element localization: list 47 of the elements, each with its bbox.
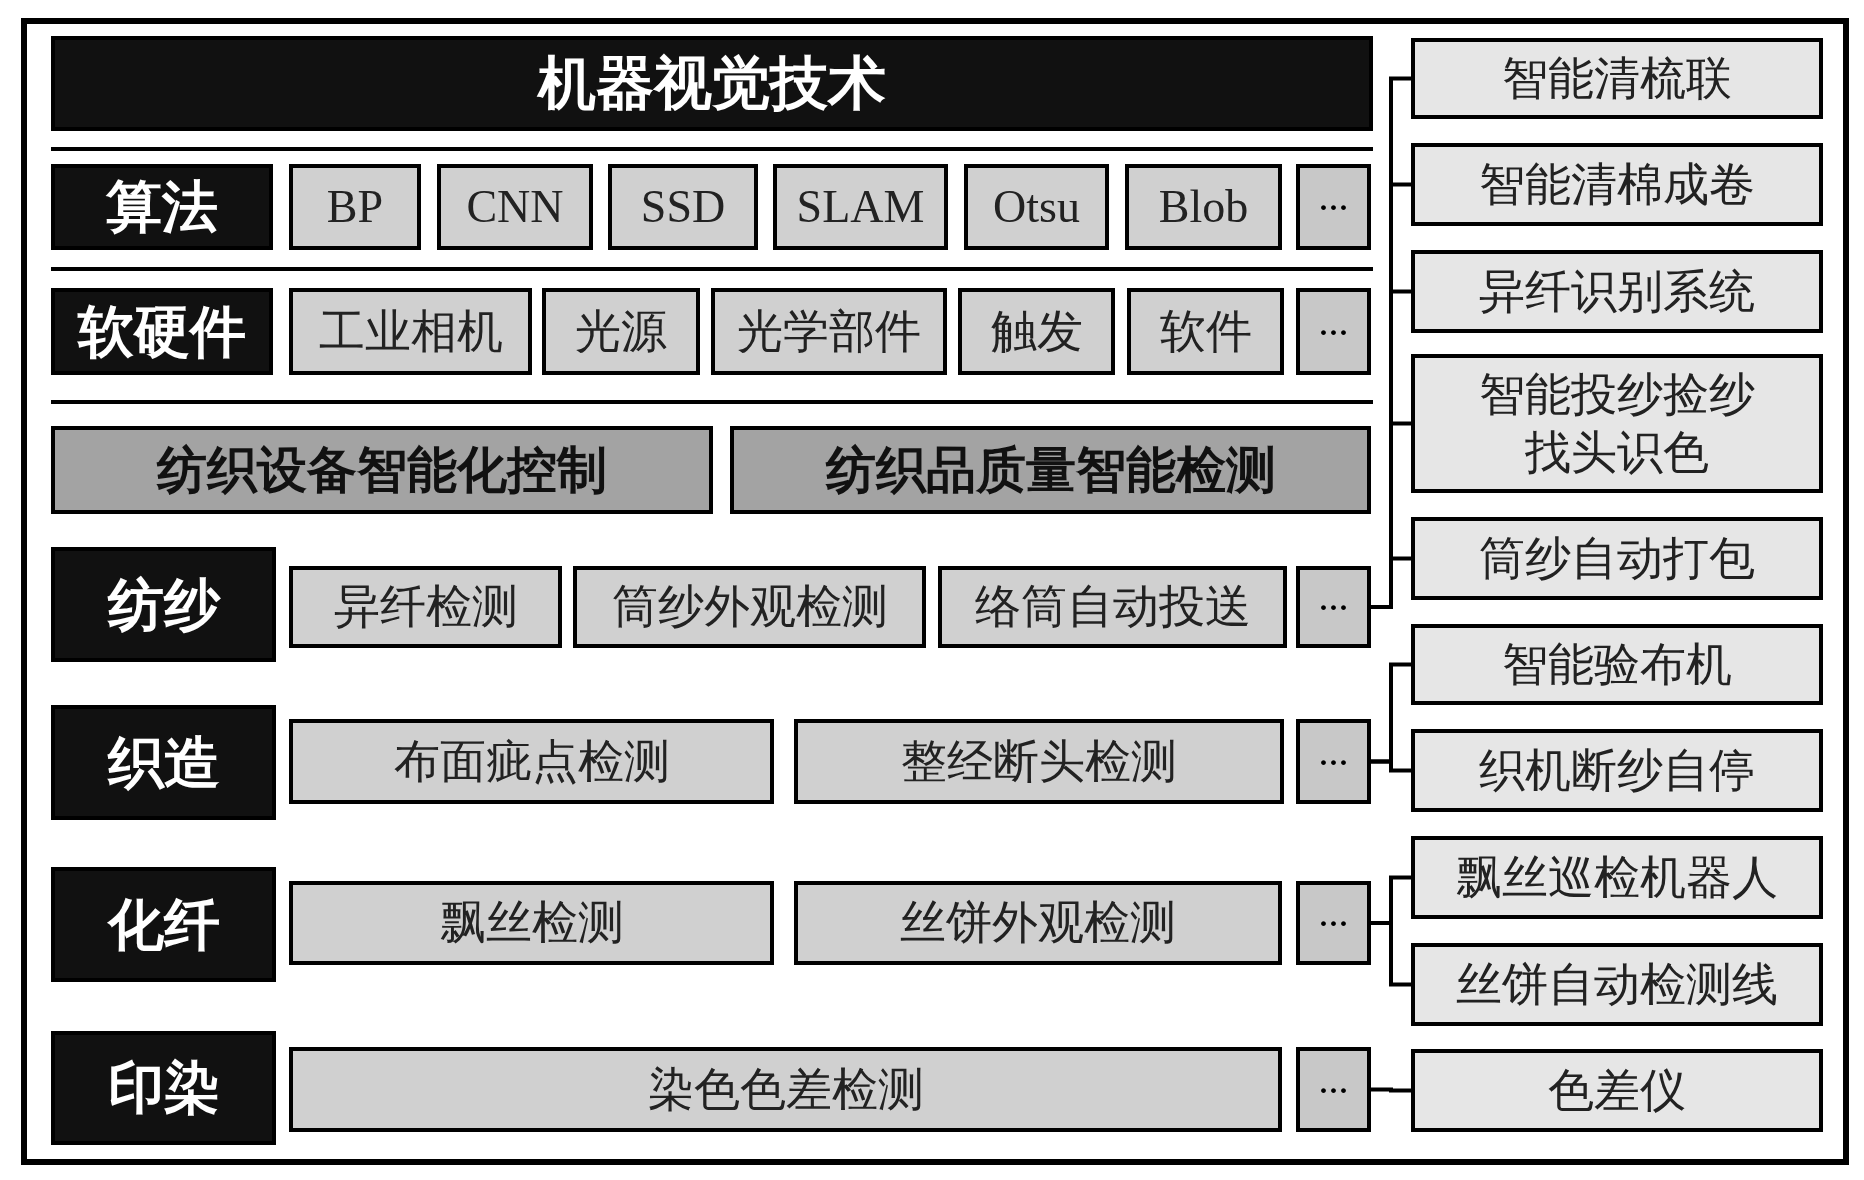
- method-label: 络筒自动投送: [938, 566, 1287, 648]
- method-label: 丝饼外观检测: [794, 881, 1282, 965]
- application-label: 织机断纱自停: [1411, 729, 1823, 812]
- method-label: 异纤检测: [289, 566, 562, 648]
- application-label: 智能验布机: [1411, 624, 1823, 705]
- connector-line: [1371, 556, 1411, 609]
- ellipsis-label: ···: [1296, 164, 1371, 250]
- method-label: BP: [289, 164, 421, 250]
- field-heading: 纺织品质量智能检测: [730, 426, 1371, 514]
- category-label: 纺纱: [51, 547, 276, 662]
- application-label: 智能清棉成卷: [1411, 143, 1823, 226]
- ellipsis-label: ···: [1296, 719, 1371, 804]
- field-heading: 纺织设备智能化控制: [51, 426, 713, 514]
- ellipsis-label: ···: [1296, 1047, 1371, 1132]
- method-label: 布面疵点检测: [289, 719, 774, 804]
- method-label: SLAM: [773, 164, 948, 250]
- method-label: 飘丝检测: [289, 881, 774, 965]
- application-label: 异纤识别系统: [1411, 250, 1823, 333]
- category-label: 算法: [51, 164, 273, 250]
- method-label: Blob: [1125, 164, 1282, 250]
- application-label: 智能清梳联: [1411, 38, 1823, 119]
- category-label: 织造: [51, 705, 276, 820]
- application-label: 色差仪: [1411, 1049, 1823, 1132]
- category-label: 软硬件: [51, 288, 273, 375]
- category-label: 印染: [51, 1031, 276, 1145]
- method-label: 光学部件: [711, 288, 947, 375]
- header-bar: 机器视觉技术: [51, 36, 1373, 131]
- method-label: 整经断头检测: [794, 719, 1284, 804]
- method-label: 染色色差检测: [289, 1047, 1282, 1132]
- method-label: 软件: [1127, 288, 1284, 375]
- connector-line: [1371, 759, 1411, 773]
- application-label: 丝饼自动检测线: [1411, 943, 1823, 1026]
- ellipsis-label: ···: [1296, 566, 1371, 648]
- category-label: 化纤: [51, 867, 276, 982]
- ellipsis-label: ···: [1296, 288, 1371, 375]
- method-label: 工业相机: [289, 288, 532, 375]
- application-label: 筒纱自动打包: [1411, 517, 1823, 600]
- method-label: 光源: [542, 288, 700, 375]
- ellipsis-label: ···: [1296, 881, 1371, 965]
- connector-line: [1371, 1087, 1411, 1093]
- method-label: SSD: [608, 164, 758, 250]
- application-label: 飘丝巡检机器人: [1411, 836, 1823, 919]
- method-label: CNN: [437, 164, 593, 250]
- method-label: Otsu: [964, 164, 1109, 250]
- method-label: 筒纱外观检测: [573, 566, 926, 648]
- application-label: 智能投纱捡纱找头识色: [1411, 354, 1823, 493]
- method-label: 触发: [958, 288, 1115, 375]
